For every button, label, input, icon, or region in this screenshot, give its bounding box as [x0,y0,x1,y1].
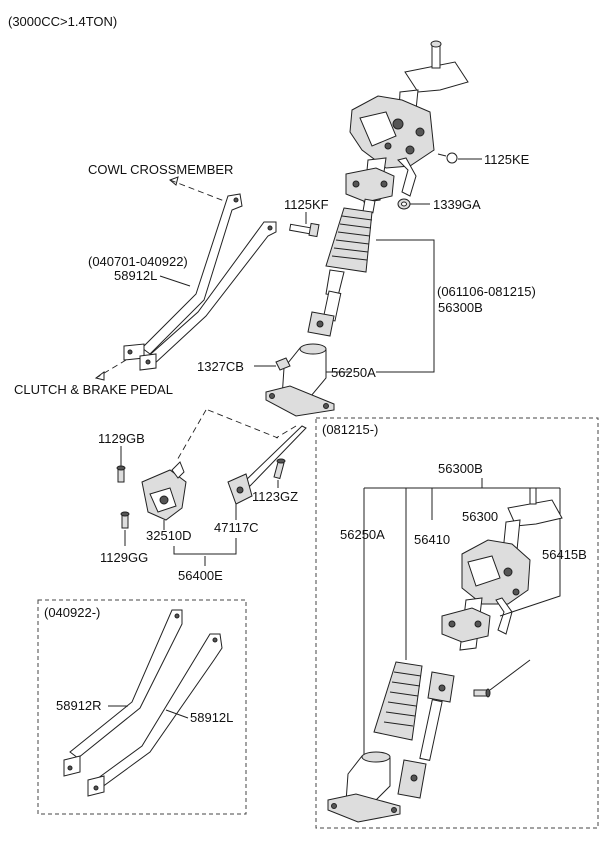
leader-cowl [169,179,233,205]
steering-column-assembly [345,40,469,214]
steering-column-new [441,487,563,651]
bellows-boot-new [373,661,423,741]
box-left-date: (040922-) [44,605,100,620]
label-56410: 56410 [414,532,450,547]
label-clutch-brake-pedal: CLUTCH & BRAKE PEDAL [14,382,173,397]
box-right-date: (081215-) [322,422,378,437]
bellows-boot [325,207,373,273]
box-081215-frame [315,417,599,829]
bolt-1125KF [289,212,320,238]
intermediate-shaft-new [397,671,455,799]
engine-spec-label: (3000CC>1.4TON) [8,14,117,29]
leader-56300B [376,239,435,373]
pedal-bracket-pair-040922 [63,609,223,797]
lower-boot-cover-new [327,751,401,823]
label-date-040701: (040701-040922) [88,254,188,269]
bolt-1129GG [120,511,130,546]
leader-58912L-top [159,275,191,287]
label-32510D: 32510D [146,528,192,543]
label-47117C: 47117C [214,520,259,535]
label-56300: 56300 [462,509,498,524]
label-1327CB: 1327CB [197,359,244,374]
box-040922-frame [37,599,247,815]
leader-pedal [95,359,127,379]
label-1129GG: 1129GG [100,550,148,565]
dash-connector-2 [207,409,279,439]
label-date-061106: (061106-081215) [437,284,536,299]
nut-1339GA [397,198,430,210]
label-56300B-top: 56300B [438,300,483,315]
label-56300B-box: 56300B [438,461,483,476]
bolt-56415B [473,659,531,698]
lower-boot-cover [265,343,335,417]
label-1125KE: 1125KE [484,152,530,167]
label-1129GB: 1129GB [98,431,145,446]
leader-56400E [173,538,237,555]
label-56415B: 56415B [542,547,587,562]
clip-1327CB [254,357,291,371]
pedal-bracket-58912L [123,193,277,371]
label-56250A-top: 56250A [331,365,376,380]
intermediate-shaft [307,269,345,337]
label-1339GA: 1339GA [433,197,481,212]
bolt-1123GZ [273,458,286,488]
leaders-32510D-47117C [163,504,237,530]
label-58912L-box: 58912L [190,710,233,725]
bolt-1129GB [116,446,126,483]
label-1125KF: 1125KF [284,197,329,212]
dash-connector-1 [175,409,207,463]
bracket-stems [363,478,561,756]
label-56400E: 56400E [178,568,223,583]
lower-shaft-assembly [141,425,307,521]
label-58912L-top: 58912L [114,268,157,283]
leader-58912L-box [165,709,189,719]
label-56250A-box: 56250A [340,527,385,542]
bolt-1125KE [437,152,482,164]
label-1123GZ: 1123GZ [252,489,298,504]
label-58912R: 58912R [56,698,102,713]
leader-56415B [499,520,561,617]
label-cowl-crossmember: COWL CROSSMEMBER [88,162,233,177]
dash-connector-3 [275,425,297,439]
